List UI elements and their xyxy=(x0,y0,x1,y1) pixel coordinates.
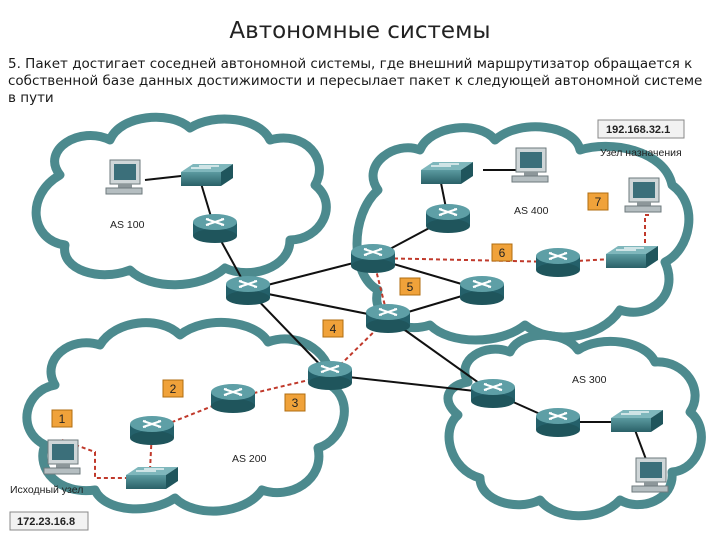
step-5-text: 5 xyxy=(407,280,414,294)
cloud-as300 xyxy=(443,330,706,521)
step-6-text: 6 xyxy=(499,246,506,260)
step-badge-1 xyxy=(51,409,73,428)
router-as200-core xyxy=(210,383,256,414)
router-as400-exit xyxy=(535,247,581,278)
label-as300: AS 300 xyxy=(572,374,607,386)
step-7-text: 7 xyxy=(595,195,602,209)
pc-as100 xyxy=(105,159,143,195)
step-4-text: 4 xyxy=(330,322,337,336)
destination-label: Узел назначения xyxy=(600,147,682,159)
page-title: Автономные системы xyxy=(229,18,491,44)
source-ip-box xyxy=(9,511,89,531)
switch-source xyxy=(125,466,179,490)
label-as200: AS 200 xyxy=(232,453,267,465)
cloud-as100 xyxy=(31,112,331,290)
router-border-as300 xyxy=(470,378,516,409)
cloud-as200 xyxy=(22,317,349,516)
pc-destination xyxy=(624,177,662,213)
pc-source xyxy=(43,439,81,475)
step-3-text: 3 xyxy=(292,396,299,410)
destination-ip-box xyxy=(597,119,685,139)
step-badge-5 xyxy=(399,277,421,296)
step-badge-6 xyxy=(491,243,513,262)
step-badge-4 xyxy=(322,319,344,338)
router-border-as400-b xyxy=(365,303,411,334)
step-2-text: 2 xyxy=(170,382,177,396)
step-badges: 1 2 3 4 5 6 7 xyxy=(51,192,609,428)
router-as400-inner xyxy=(459,275,505,306)
step-description: 5. Пакет достигает соседней автономной с… xyxy=(8,56,703,106)
label-as100: AS 100 xyxy=(110,219,145,231)
label-as400: AS 400 xyxy=(514,205,549,217)
switch-as300 xyxy=(610,409,664,433)
pc-as400 xyxy=(511,147,549,183)
router-border-as200 xyxy=(307,360,353,391)
step-badge-2 xyxy=(162,379,184,398)
router-as400-core xyxy=(425,203,471,234)
router-as200-edge xyxy=(129,415,175,446)
pc-as300 xyxy=(631,457,669,493)
router-as300-core xyxy=(535,407,581,438)
source-label: Исходный узел xyxy=(10,484,83,496)
router-as100 xyxy=(192,213,238,244)
router-border-as100 xyxy=(225,275,271,306)
switch-as100 xyxy=(180,163,234,187)
router-border-as400 xyxy=(350,243,396,274)
switch-destination xyxy=(605,245,659,269)
destination-ip: 192.168.32.1 xyxy=(606,124,670,136)
switch-as400 xyxy=(420,161,474,185)
step-badge-3 xyxy=(284,393,306,412)
source-ip: 172.23.16.8 xyxy=(17,516,75,528)
step-badge-7 xyxy=(587,192,609,211)
step-1-text: 1 xyxy=(59,412,66,426)
